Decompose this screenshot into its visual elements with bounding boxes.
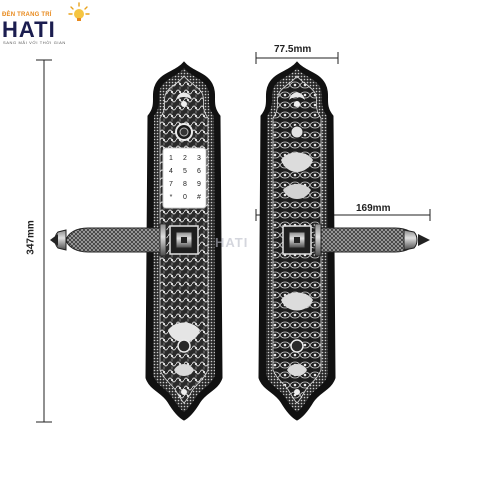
logo-brand: HATI [2,17,56,42]
keypad-key: 2 [183,155,187,162]
logo-tagline: ĐÈN TRANG TRÍ [2,12,52,18]
handle-length-label: 169mm [356,203,391,214]
height-label: 347mm [25,220,37,255]
keypad-keys: 1 2 3 4 5 6 7 8 9 * 0 # [169,155,201,201]
keypad-key: * [170,194,173,201]
lightbulb-icon [68,2,90,21]
keypad-key: 0 [183,194,187,201]
keypad-key: 5 [183,168,187,175]
logo-subline: SANG MÃI VỚI THỜI GIAN [3,40,66,45]
keypad-key: 6 [197,168,201,175]
keypad-key: 3 [197,155,201,162]
back-lever-handle [282,223,430,257]
keypad-key: 9 [197,181,201,188]
width-dimension [255,52,339,64]
height-dimension [36,59,52,423]
keypad-key: # [197,194,201,201]
keypad-key: 8 [183,181,187,188]
keypad-key: 1 [169,155,173,162]
width-label: 77.5mm [274,44,312,55]
brand-logo: ĐÈN TRANG TRÍ HATI SANG MÃI VỚI THỜI GIA… [2,2,102,48]
keypad-key: 4 [169,168,173,175]
keypad-panel [162,147,207,209]
front-lever-handle [50,223,199,257]
watermark: HATI [215,235,249,250]
keypad-key: 7 [169,181,173,188]
